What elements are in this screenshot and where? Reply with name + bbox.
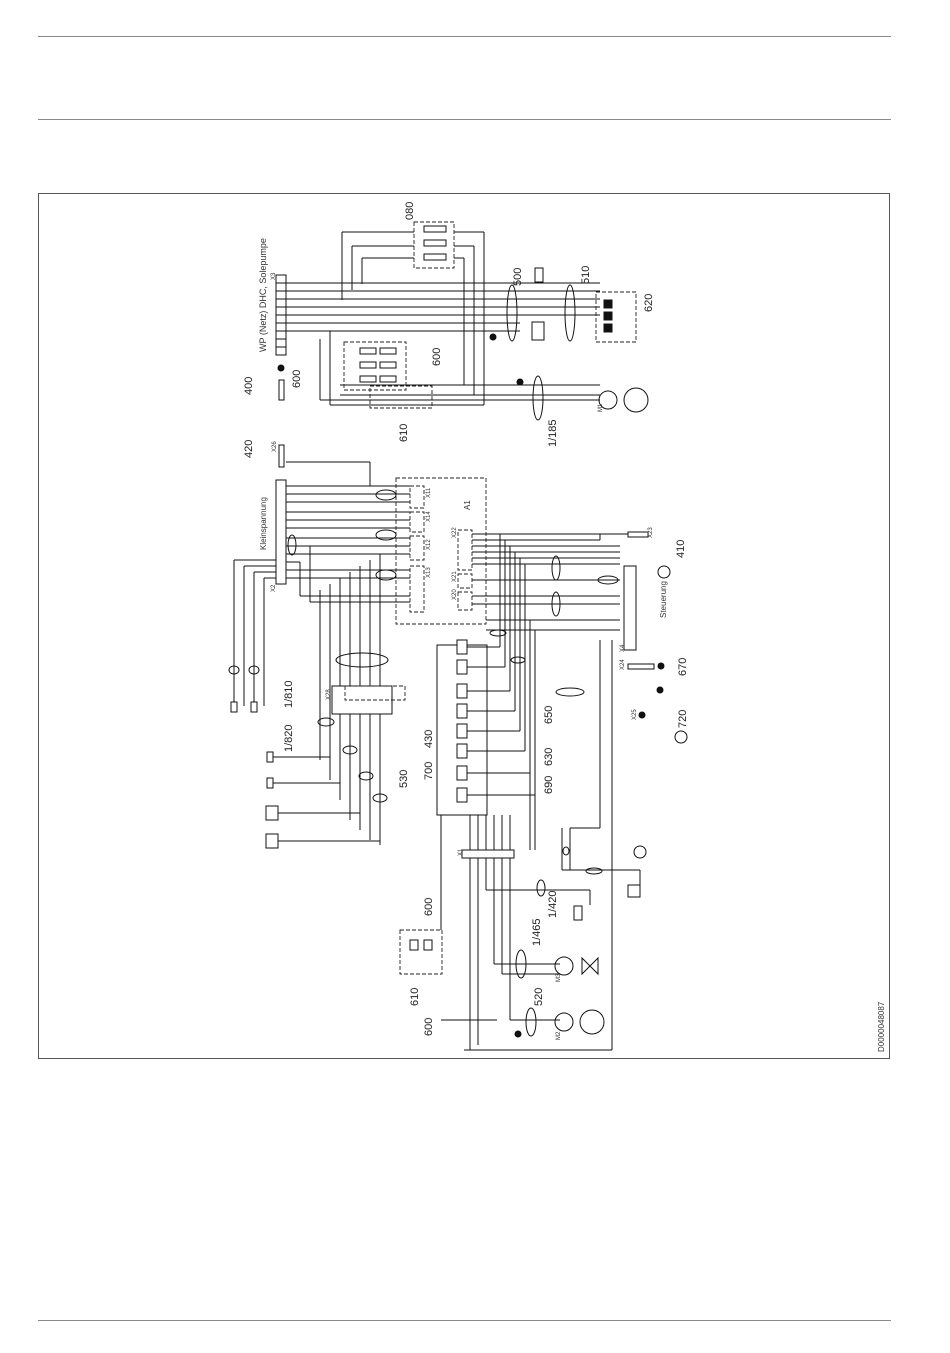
label-x12: X12 (426, 539, 432, 550)
label-430: 430 (423, 730, 435, 748)
label-620: 620 (643, 294, 655, 312)
label-x28: X28 (326, 689, 332, 700)
label-650: 650 (543, 706, 555, 724)
heater-resistors (424, 226, 446, 260)
sensor-1420 (574, 906, 582, 920)
pressure-switch-block-620 (596, 292, 636, 342)
label-610-bottom: 610 (409, 988, 421, 1006)
control-wiring-right (472, 534, 630, 630)
terminal-strip-x4 (624, 566, 636, 650)
label-m2: M2 (556, 1031, 562, 1040)
label-1820: 1/820 (283, 724, 295, 752)
label-690: 690 (543, 776, 555, 794)
label-x20: X20 (452, 589, 458, 600)
label-steuerung: Steuerung (659, 581, 668, 618)
label-500: 500 (512, 268, 524, 286)
label-610-top: 610 (398, 424, 410, 442)
label-x3: X3 (271, 272, 277, 280)
label-1465: 1/465 (531, 918, 543, 946)
label-420: 420 (243, 440, 255, 458)
label-x1: X1 (458, 848, 464, 856)
label-x13: X13 (426, 567, 432, 578)
component-labels: 080 400 WP (Netz) DHC, Solepumpe 600 600… (243, 202, 886, 1052)
label-kleinspannung: Kleinspannung (259, 497, 268, 550)
cable-markers-right (552, 556, 618, 616)
bottom-coils (410, 940, 432, 950)
pressure-switches (604, 300, 612, 332)
label-x11: X11 (426, 487, 432, 498)
sensor-box-500 (535, 268, 543, 282)
relays (457, 640, 467, 802)
ground-icon-670 (658, 663, 664, 669)
indicator-410-icon (658, 566, 670, 578)
label-x23: X23 (648, 527, 654, 538)
label-wp-netz: WP (Netz) DHC, Solepumpe (258, 238, 268, 352)
label-x4: X4 (620, 644, 626, 652)
terminal-small-x21 (279, 380, 284, 400)
relay-wiring (441, 534, 640, 1050)
label-080: 080 (404, 202, 416, 220)
label-410: 410 (675, 540, 687, 558)
ground-icon-2 (490, 334, 496, 340)
label-x22: X22 (452, 527, 458, 538)
ground-icon-720 (639, 712, 645, 718)
valve-icon (582, 958, 590, 974)
label-700: 700 (423, 762, 435, 780)
label-600-top: 600 (291, 370, 303, 388)
label-630: 630 (543, 748, 555, 766)
ground-icon-x25 (657, 687, 663, 693)
pump-motor-m2-icon (555, 1013, 573, 1031)
indicator-720-icon (675, 731, 687, 743)
compressor-symbol-icon (624, 388, 648, 412)
label-1810: 1/810 (283, 680, 295, 708)
label-400: 400 (243, 377, 255, 395)
contactor-block-600-coils (360, 348, 396, 382)
label-a1: A1 (463, 500, 472, 510)
terminal-strip-x2 (276, 480, 286, 584)
label-600-bottom-b: 600 (423, 1018, 435, 1036)
indicator-bottom-icon (634, 846, 646, 858)
sensor-p4 (628, 885, 640, 897)
label-x26: X26 (272, 441, 278, 452)
terminal-strip-x1 (462, 850, 514, 858)
contactor-block-bottom (400, 930, 442, 974)
label-600-right: 600 (431, 348, 443, 366)
label-1185: 1/185 (547, 419, 559, 447)
label-x21: X21 (452, 571, 458, 582)
label-530: 530 (398, 770, 410, 788)
ground-icon-1 (278, 365, 284, 371)
document-id: D0000048087 (877, 1001, 886, 1052)
contactor-box-500 (532, 322, 544, 340)
pump-motor-m3-icon (555, 957, 573, 975)
terminal-x23 (628, 532, 648, 537)
ground-icon-3 (517, 379, 523, 385)
pump-symbol-icon (580, 1010, 604, 1034)
label-x14: X14 (426, 511, 432, 522)
label-600-bottom-a: 600 (423, 898, 435, 916)
ground-icon-520 (515, 1031, 521, 1037)
label-m3: M3 (556, 973, 562, 982)
valve-icon-2 (590, 958, 598, 974)
label-670: 670 (677, 658, 689, 676)
label-x25: X25 (632, 709, 638, 720)
label-1420: 1/420 (547, 890, 559, 918)
sensors-left (231, 702, 278, 848)
label-x2: X2 (271, 584, 277, 592)
sensor-leads (273, 757, 380, 841)
terminal-x26 (279, 445, 284, 467)
terminal-x24 (628, 664, 654, 669)
label-510: 510 (580, 266, 592, 284)
label-520: 520 (533, 988, 545, 1006)
label-x24: X24 (620, 659, 626, 670)
label-720: 720 (677, 710, 689, 728)
label-m1: M1 (598, 403, 604, 412)
